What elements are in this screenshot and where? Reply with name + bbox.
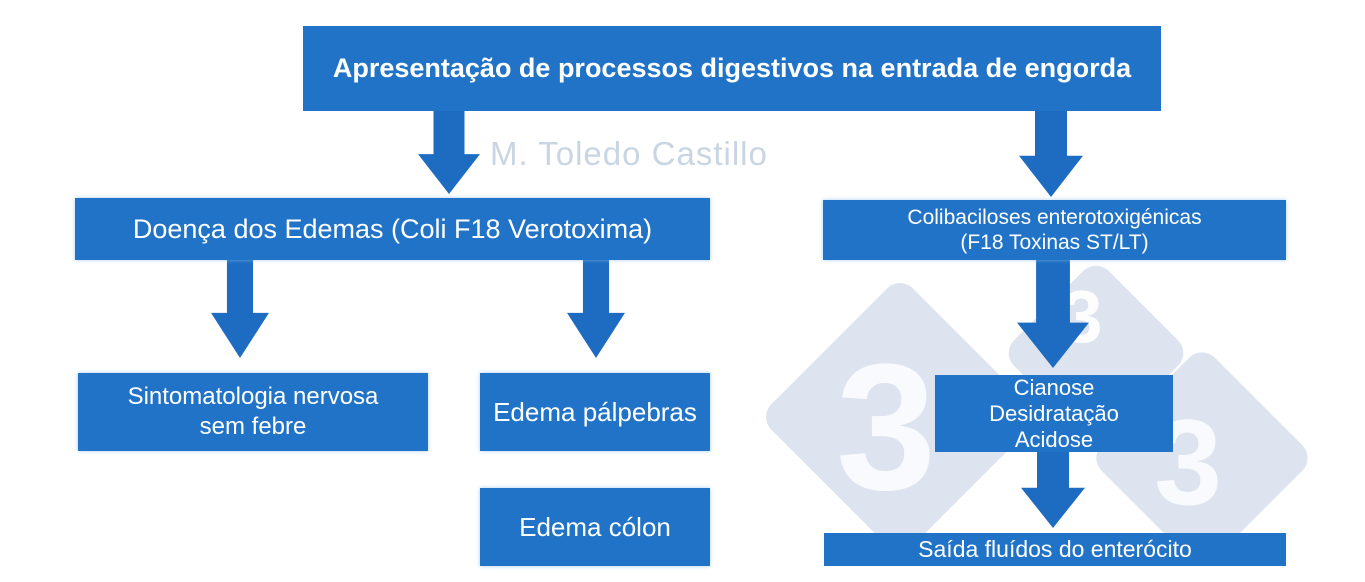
edema-disease-box: Doença dos Edemas (Coli F18 Verotoxima) — [75, 198, 710, 260]
arrow-title-to-edema-disease — [418, 111, 480, 194]
colibacillosis-label: Colibaciloses enterotoxigénicas (F18 Tox… — [907, 206, 1202, 254]
eyelid-edema-label: Edema pálpebras — [493, 396, 697, 427]
logo-digit: 3 — [835, 327, 937, 528]
arrow-effects-to-fluid-exit — [1021, 452, 1085, 528]
arrow-title-to-colibacillosis — [1019, 111, 1083, 197]
title-box: Apresentação de processos digestivos na … — [303, 26, 1161, 111]
effects-box: Cianose Desidratação Acidose — [935, 375, 1173, 452]
effects-label: Cianose Desidratação Acidose — [989, 374, 1119, 452]
eyelid-edema-box: Edema pálpebras — [480, 373, 710, 451]
fluid-exit-label: Saída fluídos do enterócito — [918, 536, 1192, 562]
fluid-exit-box: Saída fluídos do enterócito — [824, 533, 1286, 566]
arrow-edema-to-eyelid-edema — [567, 260, 625, 358]
colibacillosis-box: Colibaciloses enterotoxigénicas (F18 Tox… — [823, 200, 1286, 260]
title-label: Apresentação de processos digestivos na … — [332, 53, 1132, 83]
edema-disease-label: Doença dos Edemas (Coli F18 Verotoxima) — [132, 213, 653, 244]
colon-edema-label: Edema cólon — [519, 511, 671, 542]
symptoms-label: Sintomatologia nervosa sem febre — [127, 383, 379, 440]
colon-edema-box: Edema cólon — [480, 488, 710, 566]
arrow-edema-to-symptoms — [211, 260, 269, 358]
symptoms-box: Sintomatologia nervosa sem febre — [78, 373, 428, 451]
author-watermark: M. Toledo Castillo — [490, 135, 768, 172]
